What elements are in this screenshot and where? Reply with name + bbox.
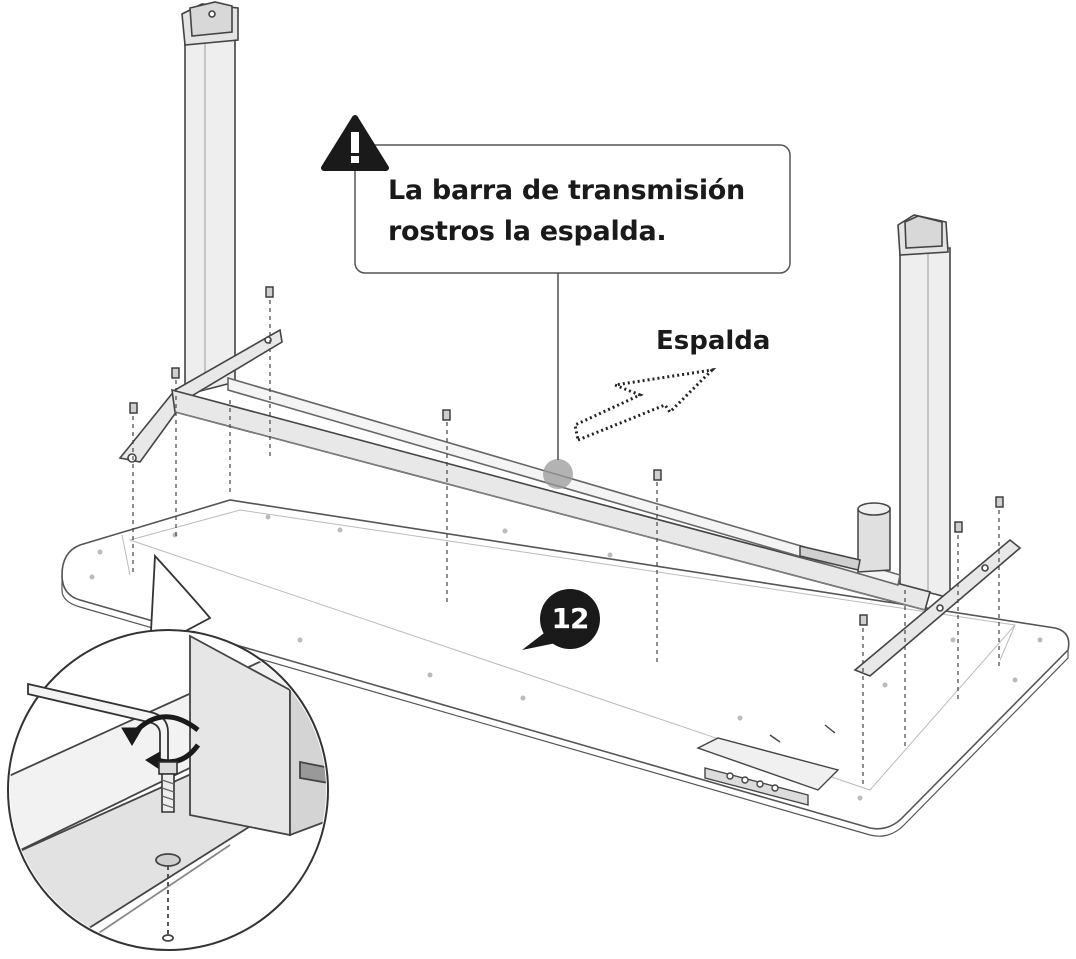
left-leg-column [181, 1, 239, 397]
warning-message: La barra de transmisión rostros la espal… [388, 170, 783, 252]
warning-line-2: rostros la espalda. [388, 216, 667, 247]
motor [799, 502, 891, 573]
step-number: 12 [551, 602, 590, 635]
dotted-arrow-icon [573, 367, 717, 443]
speech-bubble-icon [522, 589, 600, 650]
frame-screws [129, 286, 1004, 626]
warning-line-1: La barra de transmisión [388, 175, 745, 206]
drive-rod-highlight [543, 459, 573, 489]
rotate-arrow-icon [121, 714, 201, 769]
desktop-board [61, 499, 1070, 837]
control-panel [696, 724, 840, 806]
right-leg-column [897, 214, 951, 600]
screw-icon [158, 761, 178, 813]
direction-label: Espalda [656, 326, 771, 356]
warning-triangle-icon [321, 115, 389, 171]
warning-callout [354, 144, 791, 460]
screw-guide-lines [132, 300, 1000, 785]
